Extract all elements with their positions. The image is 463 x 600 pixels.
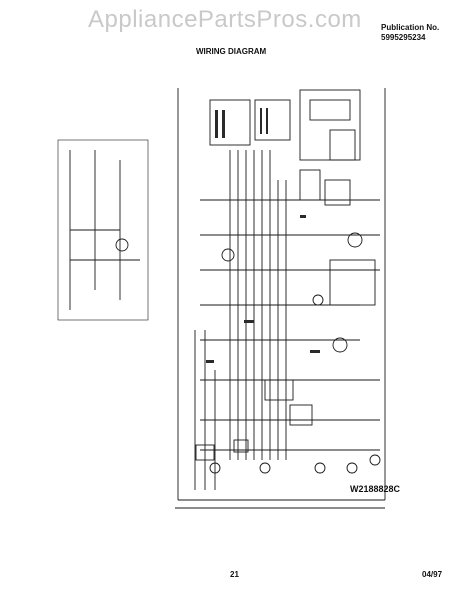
page-number: 21: [230, 570, 239, 579]
publication-number: 5995295234: [381, 33, 426, 42]
publication-date: 04/97: [422, 570, 443, 579]
publication-label: Publication No.: [381, 23, 440, 32]
page-title: WIRING DIAGRAM: [196, 47, 267, 56]
drawing-number: W2188828C: [350, 484, 401, 494]
watermark-text: AppliancePartsPros.com: [88, 6, 362, 33]
